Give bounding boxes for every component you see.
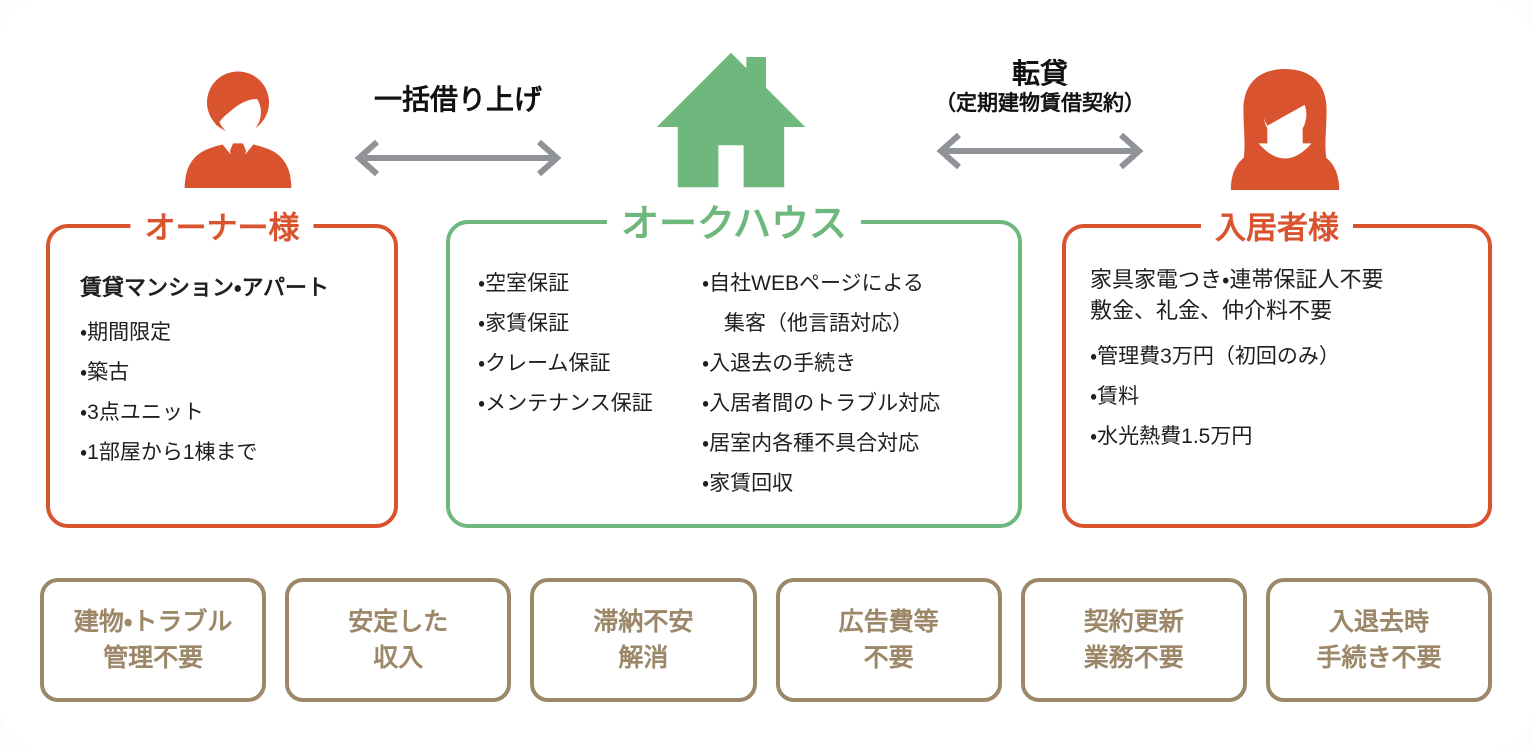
owner-item: ・築古 <box>80 361 130 384</box>
tenant-item: ・賃料 <box>1090 385 1140 408</box>
company-item: ・クレーム保証 <box>478 352 611 375</box>
owner-item: ・3点ユニット <box>80 401 204 424</box>
company-item: ・空室保証 <box>478 272 570 295</box>
tenant-item: ・水光熱費1.5万円 <box>1090 425 1253 448</box>
company-item: ・家賃保証 <box>478 312 570 335</box>
double-headed-arrow-icon <box>936 132 1144 170</box>
benefits-row: 建物・トラブル 管理不要 安定した 収入 滞納不安 解消 広告費等 不要 契約更… <box>40 578 1493 702</box>
tenant-panel-title: 入居者様 <box>1201 202 1353 248</box>
benefit-card-building-management: 建物・トラブル 管理不要 <box>40 578 267 702</box>
owner-item: ・1部屋から1棟まで <box>80 441 258 464</box>
master-lease-label: 一括借り上げ <box>373 84 542 115</box>
company-item: ・メンテナンス保証 <box>478 392 653 415</box>
tenant-heading-line: 敷金、礼金、仲介料不要 <box>1090 298 1333 323</box>
owner-item-list: ・期間限定 ・築古 ・3点ユニット ・1部屋から1棟まで <box>80 313 394 473</box>
company-item: ・居室内各種不具合対応 <box>702 432 920 455</box>
benefit-card-no-ad-costs: 広告費等 不要 <box>775 578 1002 702</box>
benefit-card-no-movein-paperwork: 入退去時 手続き不要 <box>1265 578 1493 702</box>
company-item: ・家賃回収 <box>702 472 794 495</box>
benefit-line: 安定した <box>348 608 449 636</box>
owner-item: ・期間限定 <box>80 321 172 344</box>
company-service-list: ・自社WEBページによる 集客（他言語対応） ・入退去の手続き ・入居者間のトラ… <box>702 264 940 504</box>
double-headed-arrow-icon <box>354 139 562 177</box>
owner-panel-title: オーナー様 <box>130 202 314 248</box>
sublease-label: 転貸 <box>1011 58 1068 89</box>
businessman-icon <box>184 71 292 188</box>
tenant-item-list: ・管理費3万円（初回のみ） ・賃料 ・水光熱費1.5万円 <box>1090 337 1488 457</box>
company-panel-title: オークハウス <box>606 192 862 248</box>
owner-panel-heading: 賃貸マンション・アパート <box>80 275 330 300</box>
company-item: ・入居者間のトラブル対応 <box>702 392 941 415</box>
tenant-item: ・管理費3万円（初回のみ） <box>1090 345 1340 368</box>
benefit-line: 滞納不安 <box>593 608 694 636</box>
benefit-card-no-renewal-work: 契約更新 業務不要 <box>1020 578 1247 702</box>
benefit-line: 契約更新 <box>1083 608 1184 636</box>
benefit-line: 管理不要 <box>103 644 204 672</box>
benefit-line: 手続き不要 <box>1316 644 1442 672</box>
benefit-line: 広告費等 <box>838 608 939 636</box>
company-panel: オークハウス ・空室保証 ・家賃保証 ・クレーム保証 ・メンテナンス保証 ・自社… <box>446 192 1022 528</box>
company-item: ・入退去の手続き <box>702 352 857 375</box>
benefit-line: 入退去時 <box>1328 608 1429 636</box>
company-item-continuation: 集客（他言語対応） <box>724 312 913 335</box>
benefit-line: 建物・トラブル <box>73 608 233 636</box>
sublease-relation: 転貸 （定期建物賃借契約） <box>922 58 1158 173</box>
house-icon <box>656 52 806 188</box>
benefit-card-stable-income: 安定した 収入 <box>285 578 512 702</box>
company-item: ・自社WEBページによる <box>702 272 924 295</box>
benefit-line: 解消 <box>618 644 669 672</box>
tenant-panel: 入居者様 家具家電つき・連帯保証人不要 敷金、礼金、仲介料不要 ・管理費3万円（… <box>1062 202 1492 528</box>
benefit-line: 業務不要 <box>1083 644 1184 672</box>
owner-panel: オーナー様 賃貸マンション・アパート ・期間限定 ・築古 ・3点ユニット ・1部… <box>46 202 398 528</box>
sublease-sublabel: （定期建物賃借契約） <box>935 92 1145 115</box>
woman-icon <box>1230 69 1340 190</box>
benefit-line: 不要 <box>863 644 914 672</box>
benefit-line: 収入 <box>373 644 424 672</box>
master-lease-relation: 一括借り上げ <box>348 84 568 180</box>
benefit-card-no-arrears-worry: 滞納不安 解消 <box>530 578 757 702</box>
company-guarantee-list: ・空室保証 ・家賃保証 ・クレーム保証 ・メンテナンス保証 <box>478 264 653 424</box>
tenant-heading-line: 家具家電つき・連帯保証人不要 <box>1090 267 1384 292</box>
